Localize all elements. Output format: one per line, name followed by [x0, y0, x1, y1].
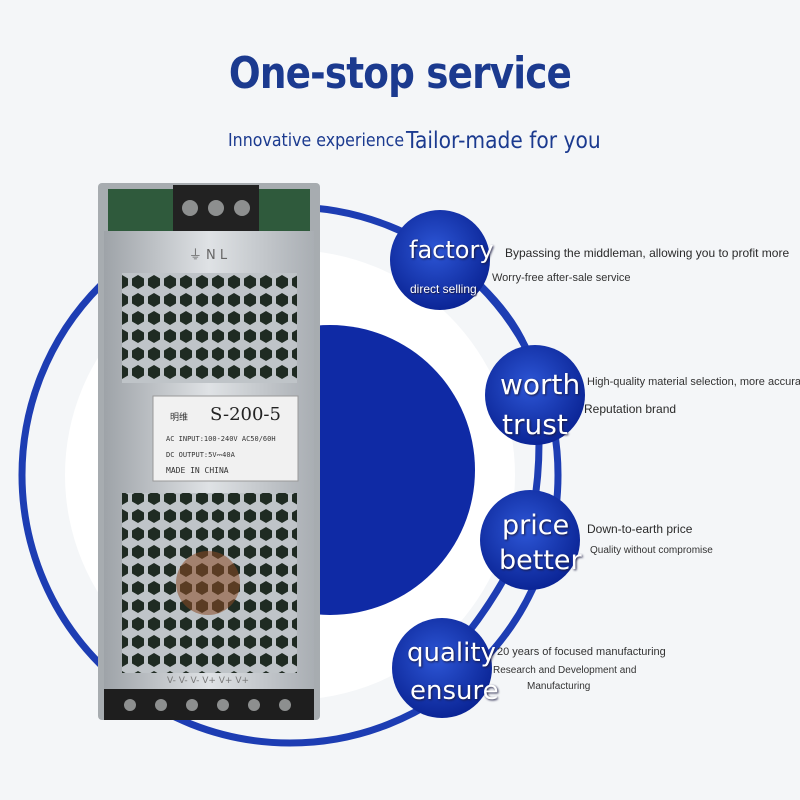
feature-trust-title2: trust [502, 408, 568, 441]
terminal-top-label: ⏚ N L [189, 248, 228, 263]
feature-trust-desc2: Reputation brand [584, 402, 677, 416]
bubble-factory [390, 210, 490, 310]
bubble-quality [392, 618, 492, 718]
feature-quality-desc1: 20 years of focused manufacturing [497, 646, 666, 658]
feature-price-desc2: Quality without compromise [590, 545, 713, 556]
feature-factory-desc2: Worry-free after-sale service [492, 272, 631, 284]
connector-arc [442, 252, 543, 663]
power-supply-image: ⏚ N L 明维 S-200-5 AC INPUT:100-240V AC50/… [98, 183, 320, 720]
feature-factory-label: direct selling [410, 282, 477, 296]
feature-price-title1: price [502, 510, 570, 541]
subtitle-left: Innovative experience [228, 130, 405, 151]
feature-quality-title1: quality [407, 638, 496, 668]
feature-quality-title2: ensure [410, 676, 499, 706]
subtitle: Innovative experience Tailor-made for yo… [228, 128, 601, 154]
subtitle-right: Tailor-made for you [406, 128, 601, 154]
model-label: S-200-5 [210, 404, 281, 425]
bubble-price [480, 490, 580, 590]
dc-output-label: DC OUTPUT:5V⎓40A [166, 451, 236, 459]
feature-price-desc1: Down-to-earth price [587, 522, 693, 536]
feature-price-title2: better [499, 545, 582, 576]
ac-input-label: AC INPUT:100-240V AC50/60H [166, 435, 276, 443]
feature-trust-title1: worth [500, 368, 581, 401]
bubble-trust [485, 345, 585, 445]
feature-trust-desc1: High-quality material selection, more ac… [587, 376, 800, 388]
origin-label: MADE IN CHINA [166, 466, 229, 475]
feature-factory-title: factory [409, 236, 494, 264]
page-title: One-stop service [228, 48, 572, 99]
feature-factory-desc1: Bypassing the middleman, allowing you to… [505, 246, 790, 260]
brand-mark: 明维 [170, 411, 188, 423]
terminal-bottom-label: V- V- V- V+ V+ V+ [167, 676, 249, 686]
feature-quality-desc3: Manufacturing [527, 681, 591, 692]
feature-quality-desc2: Research and Development and [493, 665, 637, 676]
